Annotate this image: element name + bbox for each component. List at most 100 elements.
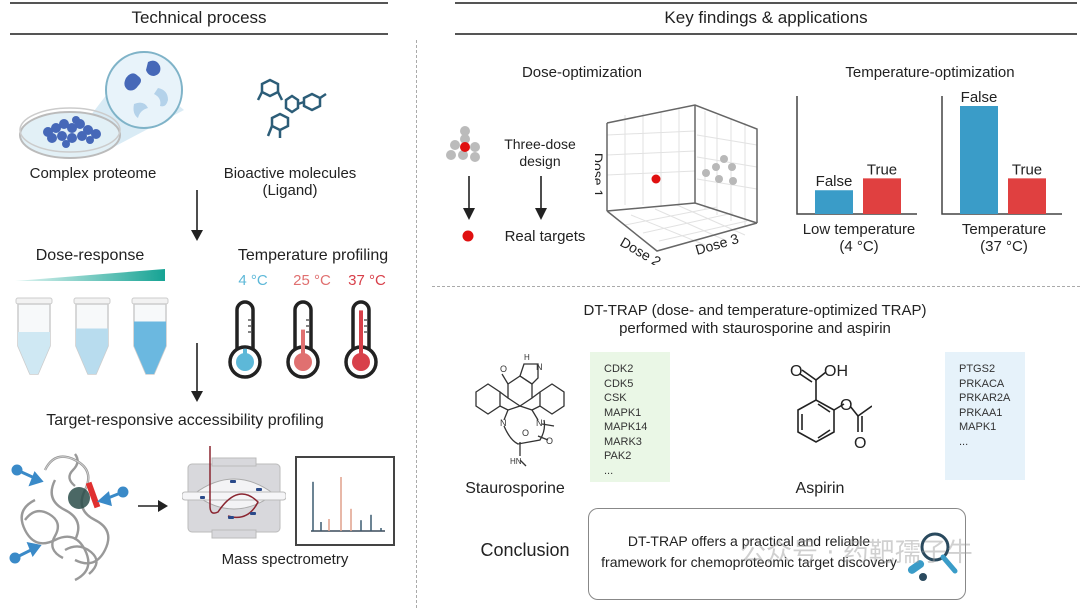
bar-label: False <box>816 173 853 190</box>
svg-text:H: H <box>524 353 530 362</box>
labeled-site <box>85 481 101 509</box>
svg-text:N: N <box>500 418 507 428</box>
right-section-title: Key findings & applications <box>664 8 868 27</box>
dttrap-title-line2: performed with staurosporine and aspirin <box>619 320 891 337</box>
svg-text:O: O <box>546 436 553 446</box>
svg-text:OH: OH <box>824 363 848 380</box>
protein-cluster <box>43 116 101 148</box>
bar-label: True <box>1012 161 1042 178</box>
mass-spectrometry-label: Mass spectrometry <box>221 551 349 568</box>
target-gene: PAK2 <box>604 450 632 462</box>
bar-true <box>863 178 901 214</box>
chart-xlabel: Low temperature <box>803 221 916 238</box>
temp-label-4c: 4 °C <box>238 272 268 289</box>
vertical-divider <box>416 40 417 608</box>
real-target-point <box>651 174 661 184</box>
thermometer-icon <box>286 300 320 379</box>
svg-text:O: O <box>522 428 529 438</box>
conclusion-line1: DT-TRAP offers a practical and reliable <box>627 533 871 549</box>
dose-3d-scatter: Dose 1 Dose 2 Dose 3 <box>595 104 758 265</box>
left-header-bottom-rule <box>10 33 388 35</box>
target-gene: MAPK1 <box>959 421 997 433</box>
dose-down-arrow-right <box>535 176 547 220</box>
svg-text:N: N <box>536 362 543 372</box>
target-gene: MAPK1 <box>604 406 642 419</box>
conclusion-line2: framework for chemoproteomic target disc… <box>601 554 897 570</box>
aspirin-structure: O OH O O <box>790 363 872 452</box>
three-dose-design-line2: design <box>519 153 561 169</box>
right-header-bottom-rule <box>455 33 1077 35</box>
complex-proteome-label: Complex proteome <box>29 165 157 182</box>
target-gene: PTGS2 <box>959 363 996 375</box>
target-gene: CSK <box>604 392 627 404</box>
svg-text:O: O <box>500 364 507 374</box>
thermometers <box>228 300 378 379</box>
staurosporine-label: Staurosporine <box>465 480 565 497</box>
down-arrow-1 <box>191 190 203 241</box>
dose-tube <box>131 297 169 375</box>
target-gene: CDK2 <box>604 363 634 375</box>
chart-xlabel: Temperature <box>962 221 1046 238</box>
dose-response-label: Dose-response <box>35 247 145 264</box>
target-gene: MAPK14 <box>604 421 648 433</box>
target-responsive-label: Target-responsive accessibility profilin… <box>46 412 324 429</box>
dttrap-title-line1: DT-TRAP (dose- and temperature-optimized… <box>583 302 927 319</box>
svg-text:N: N <box>536 418 543 428</box>
dose-gradient-wedge <box>15 269 165 281</box>
thermometer-icon <box>344 300 378 379</box>
bioactive-molecules-label: Bioactive molecules <box>223 165 357 182</box>
dose-down-arrow-left <box>463 176 475 220</box>
mass-spectrometer-illustration <box>182 446 286 539</box>
staurosporine-structure: O H N N N O O HN <box>475 353 565 467</box>
target-gene: CDK5 <box>604 377 634 390</box>
complex-proteome-illustration <box>19 51 184 159</box>
aspirin-label: Aspirin <box>795 480 845 497</box>
protein-structure-illustration <box>9 453 129 582</box>
ligand-binding-site <box>68 487 90 509</box>
temperature-profiling-label: Temperature profiling <box>237 247 389 264</box>
bar-label: False <box>961 89 998 106</box>
target-gene: PRKAR2A <box>959 392 1011 404</box>
svg-text:O: O <box>790 363 802 380</box>
real-target-dot-icon <box>462 230 474 242</box>
bar-label: True <box>867 161 897 178</box>
target-gene: ... <box>604 464 614 477</box>
target-gene: MARK3 <box>604 435 642 448</box>
left-header-top-rule <box>10 2 388 4</box>
dose-tube <box>73 297 111 375</box>
watermark: 公众号 · 药靶孺子牛 <box>740 538 973 568</box>
target-gene: PRKAA1 <box>959 406 1003 419</box>
magnifier-icon <box>907 532 958 581</box>
left-section-title: Technical process <box>131 8 267 27</box>
probe-arrows <box>9 464 129 564</box>
right-arrow <box>138 500 168 512</box>
temp-label-25c: 25 °C <box>293 272 331 289</box>
real-targets-label: Real targets <box>504 228 586 245</box>
svg-text:O: O <box>840 397 852 414</box>
dose-tubes <box>15 297 169 375</box>
svg-text:HN: HN <box>510 457 522 466</box>
bar-false <box>815 190 853 214</box>
horizontal-divider <box>432 286 1080 287</box>
dose-cluster-icon <box>446 126 480 162</box>
three-dose-design-line1: Three-dose <box>504 136 576 152</box>
axis-label-dose1: Dose 1 <box>595 153 606 198</box>
chart-xlabel-2: (37 °C) <box>980 238 1028 255</box>
down-arrow-2 <box>191 343 203 402</box>
bar-false <box>960 106 998 214</box>
dose-optimization-title: Dose-optimization <box>521 64 643 81</box>
magnifier-circle <box>105 51 183 129</box>
target-gene: PRKACA <box>959 377 1005 390</box>
bioactive-molecules-illustration <box>256 78 327 138</box>
target-gene: ... <box>959 435 969 448</box>
temp-label-37c: 37 °C <box>348 272 386 289</box>
svg-text:O: O <box>854 435 866 452</box>
chart-xlabel-2: (4 °C) <box>839 238 878 255</box>
background-points <box>702 155 737 185</box>
dose-tube <box>15 297 53 375</box>
conclusion-box: DT-TRAP offers a practical and reliable … <box>588 508 966 600</box>
temperature-optimization-title: Temperature-optimization <box>845 64 1015 81</box>
